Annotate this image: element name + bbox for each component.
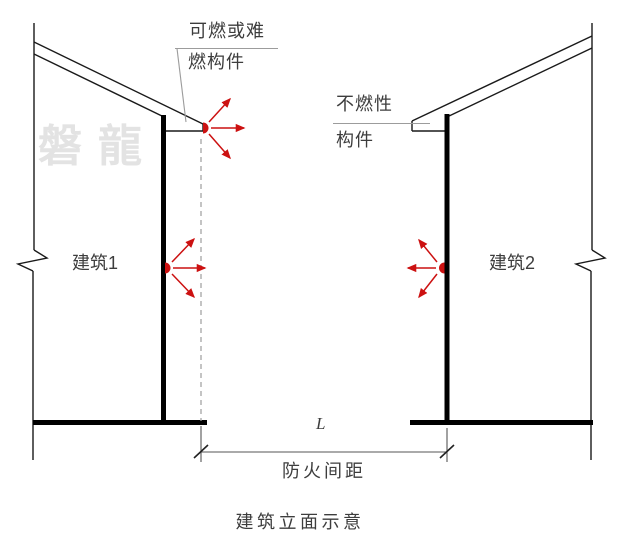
combustible-label-leader [175,47,278,123]
radiation-arrow-eave-downright [208,133,231,160]
combustible-label-line1: 可燃或难 [189,21,265,41]
radiation-eave-point [203,97,246,160]
building1-label: 建筑1 [72,253,119,273]
dimension-tick-left [193,444,209,459]
radiation-arrow-wall1-upright [171,237,196,263]
radiation-arrow-eave-upright [208,97,231,123]
dimension-symbol-L: L [316,414,326,433]
dimension-tick-right [439,444,455,459]
building2-break-symbol [573,249,607,272]
building1-heavy-lines [33,115,207,425]
building2-outline [411,23,607,460]
building2-roof-bottom-line [446,47,593,118]
figure-caption: 建筑立面示意 [235,512,365,532]
combustible-label-pointer-line [176,48,187,123]
building1-outline [15,23,204,460]
radiation-arrow-wall2-upleft [418,238,438,263]
radiation-arrow-wall2-downleft [418,273,438,299]
noncombustible-label-line1: 不燃性 [336,94,393,114]
radiation-arrow-wall1-downright [171,273,196,299]
building1-break-symbol [15,249,49,272]
radiation-dot-eave [203,122,209,134]
combustible-label-line2: 燃构件 [188,52,245,72]
dimension-group [193,426,455,462]
building2-label: 建筑2 [489,253,536,273]
radiation-dot-wall2 [439,262,445,274]
radiation-wall1-point [165,237,207,299]
building2-heavy-lines [410,114,593,425]
watermark-text: 磐龍 [38,122,158,171]
noncombustible-label-line2: 构件 [336,130,374,150]
building1-roof-top-line [33,41,204,125]
radiation-wall2-point [406,238,445,299]
building1-roof-bottom-line [33,53,165,118]
fire-separation-distance-label: 防火间距 [282,461,366,481]
radiation-dot-wall1 [165,262,171,274]
building2-roof-top-line [411,35,593,122]
